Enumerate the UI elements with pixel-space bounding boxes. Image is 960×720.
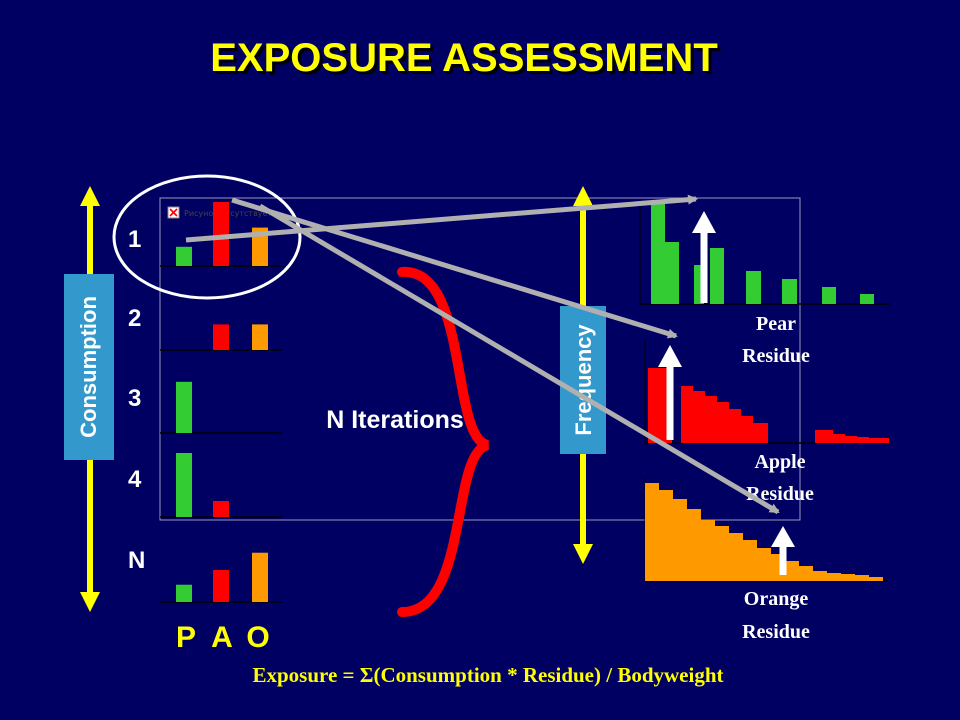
frequency-label-box — [560, 306, 606, 454]
pear-mapping-arrow — [185, 194, 698, 243]
consumption-rows: 1 2 3 4N — [128, 202, 282, 603]
orange-residue-label-line1: Orange — [744, 588, 809, 610]
consumption-bar-p-row-1 — [176, 246, 192, 266]
apple-mapping-arrow — [231, 197, 678, 339]
page-title: EXPOSURE ASSESSMENT — [210, 36, 718, 80]
pear-residue-label-line2: Residue — [742, 345, 810, 367]
consumption-bar-o-row-1 — [252, 227, 268, 266]
arrow-down-icon — [80, 592, 100, 612]
apple-residue-label-line1: Apple — [754, 451, 805, 473]
apple-residue-label-line2: Residue — [746, 483, 814, 505]
orange-residue-label-line2: Residue — [742, 621, 810, 643]
pear-residue-label-line1: Pear — [756, 313, 796, 335]
orange-sample-arrow — [771, 526, 795, 575]
arrow-up-icon — [573, 186, 593, 206]
pear-sample-arrow — [692, 211, 716, 303]
pear-residue-histogram — [639, 199, 890, 305]
consumption-bar-a-row-1 — [213, 202, 229, 266]
consumption-bar-a-row-2 — [213, 324, 229, 350]
broken-image-frame — [159, 197, 801, 521]
consumption-bar-o-row-2 — [252, 324, 268, 350]
food-label-a: A — [211, 621, 233, 654]
row-label-3: 3 — [128, 385, 141, 412]
consumption-bar-p-row-n — [176, 584, 192, 602]
food-label-o: O — [246, 621, 269, 654]
row-label-n: N — [128, 547, 145, 574]
consumption-bar-p-row-4 — [176, 453, 192, 517]
consumption-bar-p-row-3 — [176, 381, 192, 433]
row-label-4: 4 — [128, 466, 142, 493]
arrow-down-icon — [573, 544, 593, 564]
row-1-highlight-ellipse — [112, 174, 302, 300]
arrow-up-icon — [80, 186, 100, 206]
broken-image-icon — [167, 206, 180, 219]
frequency-axis-label: Frequency — [571, 324, 596, 436]
iterations-brace — [397, 266, 490, 617]
consumption-label-box — [64, 274, 114, 460]
iterations-label: N Iterations — [326, 406, 464, 434]
consumption-bar-o-row-n — [252, 552, 268, 602]
page-title-shadow: EXPOSURE ASSESSMENT — [213, 39, 721, 83]
row-label-2: 2 — [128, 305, 141, 332]
exposure-formula: Exposure = Σ(Consumption * Residue) / Bo… — [252, 663, 723, 687]
food-label-p: P — [176, 621, 196, 654]
orange-residue-histogram — [644, 478, 888, 582]
row-label-1: 1 — [128, 226, 141, 253]
orange-mapping-arrow — [258, 203, 780, 515]
apple-sample-arrow — [658, 345, 682, 440]
consumption-axis-label: Consumption — [76, 296, 101, 438]
consumption-bar-a-row-n — [213, 570, 229, 602]
consumption-bar-a-row-4 — [213, 501, 229, 517]
